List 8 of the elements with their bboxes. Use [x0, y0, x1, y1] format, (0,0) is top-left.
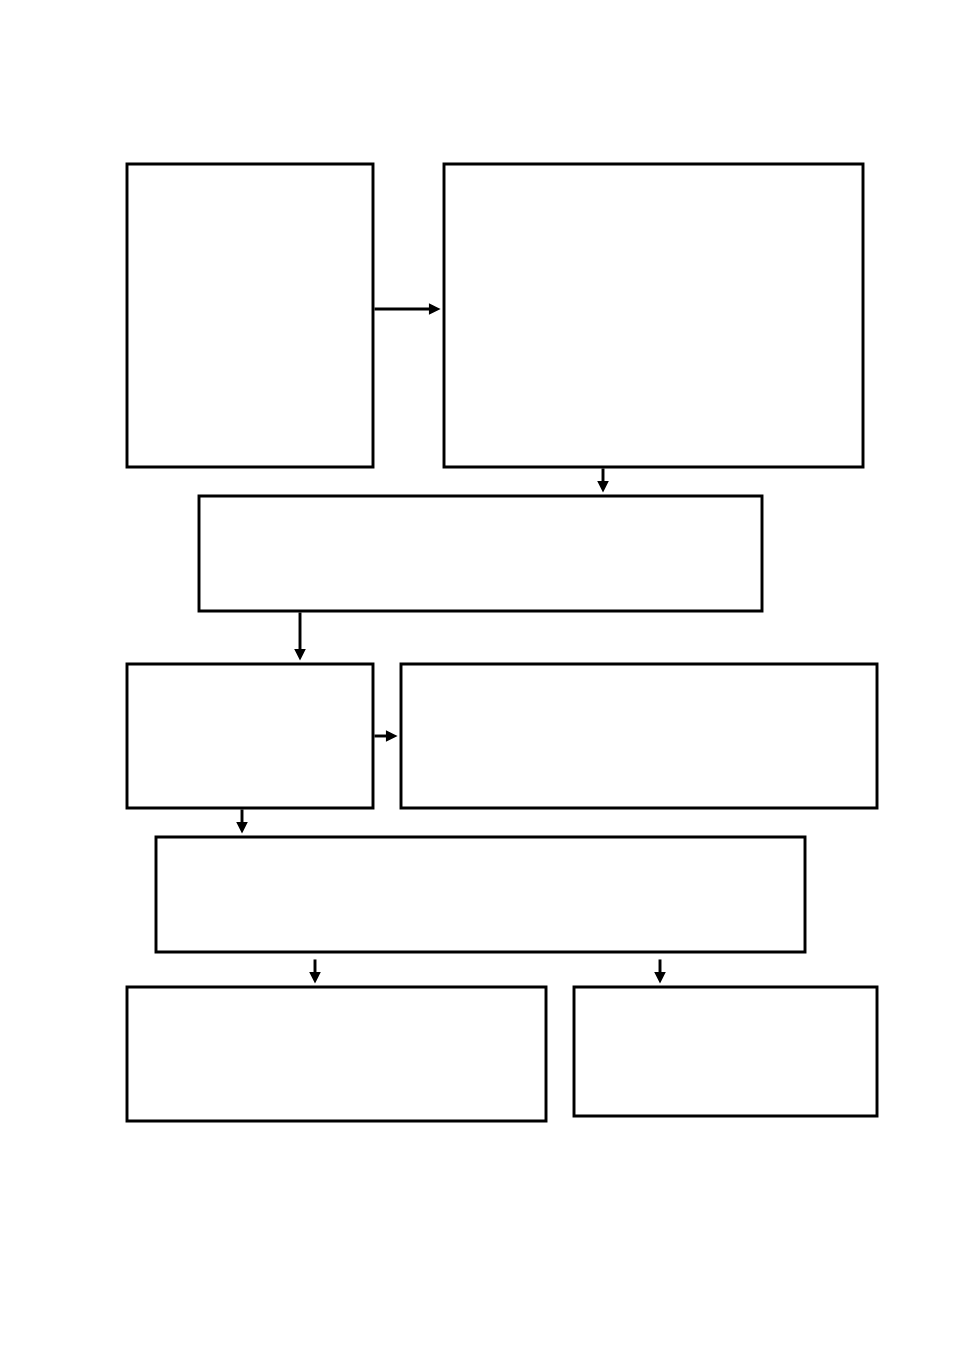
flow-box	[197, 494, 764, 613]
flow-box	[125, 162, 375, 469]
flow-box	[125, 985, 548, 1123]
flow-box	[572, 985, 879, 1118]
flow-box	[125, 662, 375, 810]
flow-box	[442, 162, 865, 469]
flow-box	[399, 662, 879, 810]
flow-box	[154, 835, 807, 954]
